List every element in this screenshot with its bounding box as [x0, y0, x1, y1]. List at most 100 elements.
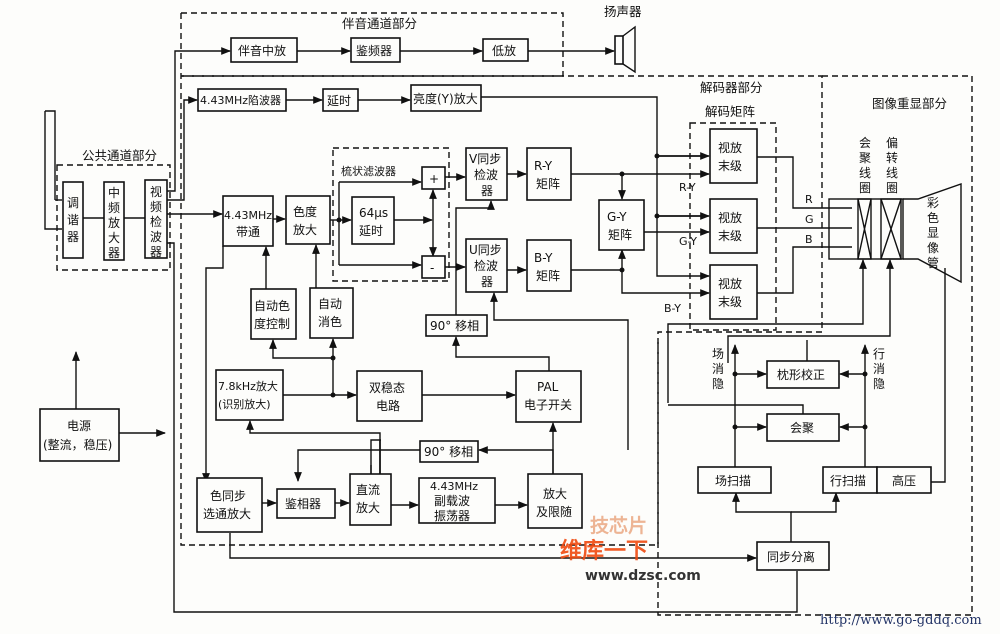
svg-text:自动色: 自动色: [254, 299, 290, 313]
svg-text:4.43MHz: 4.43MHz: [430, 480, 478, 493]
gy-matrix-block: [598, 199, 645, 251]
svg-text:U同步: U同步: [469, 243, 502, 257]
svg-text:像: 像: [927, 241, 939, 255]
svg-text:色度: 色度: [293, 204, 317, 219]
svg-text:(整流，稳压): (整流，稳压): [43, 437, 112, 452]
svg-text:色同步: 色同步: [210, 489, 246, 503]
svg-text:器: 器: [108, 246, 120, 260]
crt-assembly: [828, 183, 962, 284]
ry-matrix-block: [526, 147, 572, 201]
decode-matrix-boundary: [689, 122, 777, 331]
by-matrix-label: B-Y 矩阵: [534, 251, 560, 283]
svg-text:检波: 检波: [474, 258, 498, 273]
svg-text:线: 线: [886, 166, 898, 180]
u-sync-detector-label: U同步 检波 器: [469, 243, 502, 289]
b-signal-label: B: [805, 233, 813, 246]
audio-if-amp-label: 伴音中放: [238, 43, 286, 58]
svg-text:电路: 电路: [376, 398, 400, 413]
svg-text:调: 调: [67, 196, 79, 210]
svg-text:自动: 自动: [318, 297, 342, 311]
svg-text:中: 中: [108, 185, 120, 200]
svg-text:双稳态: 双稳态: [369, 380, 405, 395]
v-sync-detector-label: V同步 检波 器: [469, 152, 501, 198]
display-boundary: [657, 75, 973, 616]
pal-switch-label: PAL 电子开关: [524, 380, 572, 412]
svg-text:及限随: 及限随: [536, 504, 572, 519]
svg-text:圈: 圈: [859, 181, 871, 195]
svg-text:放: 放: [108, 215, 120, 230]
svg-text:视放: 视放: [718, 140, 742, 155]
svg-text:行: 行: [873, 347, 885, 361]
phase-shift-90-lower-label: 90° 移相: [424, 445, 473, 459]
svg-text:64μs: 64μs: [359, 206, 388, 220]
u-sync-detector-block: [465, 238, 508, 293]
svg-text:隐: 隐: [712, 377, 724, 391]
svg-text:末级: 末级: [718, 229, 742, 243]
display-title: 图像重显部分: [872, 96, 947, 111]
pal-switch-block: [515, 370, 582, 423]
svg-text:偏: 偏: [886, 135, 898, 150]
svg-text:彩: 彩: [927, 196, 939, 210]
svg-text:延时: 延时: [359, 224, 383, 238]
convergence-label: 会聚: [790, 421, 814, 435]
gy-matrix-label: G-Y 矩阵: [607, 210, 632, 242]
bandpass-block: [222, 195, 274, 247]
video-out-b-label: 视放 末级: [718, 276, 742, 309]
luma-amp-label: 亮度(Y)放大: [413, 91, 478, 106]
by-signal-label: B-Y: [664, 302, 681, 315]
speaker-title: 扬声器: [604, 4, 642, 19]
acc-label: 自动色 度控制: [254, 299, 290, 331]
tuner-label: 调 谐 器: [67, 196, 79, 244]
flipflop-block: [356, 370, 423, 422]
phase-detector-block: [276, 488, 336, 519]
svg-text:放大: 放大: [356, 500, 380, 515]
vertical-scan-label: 场扫描: [715, 474, 751, 488]
ry-matrix-label: R-Y 矩阵: [534, 159, 560, 191]
by-matrix-block: [526, 239, 572, 292]
video-out-b-block: [709, 264, 758, 320]
svg-text:隐: 隐: [873, 377, 885, 391]
svg-text:电源: 电源: [67, 419, 91, 433]
svg-text:7.8kHz放大: 7.8kHz放大: [218, 379, 278, 393]
subtractor-label: -: [430, 261, 434, 275]
svg-text:线: 线: [859, 166, 871, 180]
video-out-r-block: [709, 128, 758, 184]
delay-label: 延时: [327, 94, 351, 108]
color-killer-block: [309, 287, 354, 339]
audio-amp-label: 低放: [492, 43, 516, 58]
svg-text:副载波: 副载波: [434, 494, 470, 508]
delay-64us-block: [351, 196, 395, 245]
g-signal-label: G: [805, 213, 814, 226]
adder-block: [421, 166, 446, 190]
common-channel-boundary: [56, 164, 171, 271]
ry-signal-label: R-Y: [679, 181, 696, 194]
svg-text:G-Y: G-Y: [607, 210, 627, 224]
burst-gate-amp-block: [196, 477, 263, 533]
subcarrier-osc-block: [418, 477, 496, 524]
power-supply-label: 电源 (整流，稳压): [43, 419, 112, 452]
svg-text:电子开关: 电子开关: [524, 398, 572, 412]
svg-text:会: 会: [859, 136, 871, 150]
delay-64us-label: 64μs 延时: [359, 206, 388, 238]
horizontal-blanking-label: 行 消 隐: [873, 347, 885, 391]
svg-text:矩阵: 矩阵: [536, 269, 560, 283]
luma-amp-block: [410, 84, 482, 112]
tuner-block: [62, 181, 84, 259]
comb-filter-boundary: [332, 147, 450, 282]
phase-shift-90-upper-label: 90° 移相: [430, 319, 479, 333]
svg-text:B-Y: B-Y: [534, 251, 553, 265]
svg-text:频: 频: [108, 201, 120, 215]
adder-label: +: [429, 172, 439, 186]
audio-if-amp-block: [230, 37, 298, 63]
video-out-g-label: 视放 末级: [718, 210, 742, 243]
video-detector-label: 视 频 检 波 器: [150, 184, 162, 259]
svg-text:视放: 视放: [718, 210, 742, 225]
high-voltage-block: [876, 466, 932, 494]
video-out-r-label: 视放 末级: [718, 140, 742, 173]
svg-text:波: 波: [150, 230, 162, 244]
burst-gate-amp-label: 色同步 选通放大: [203, 489, 251, 521]
phase-detector-label: 鉴相器: [285, 497, 321, 511]
high-voltage-label: 高压: [892, 473, 916, 488]
discriminator-block: [350, 37, 401, 63]
